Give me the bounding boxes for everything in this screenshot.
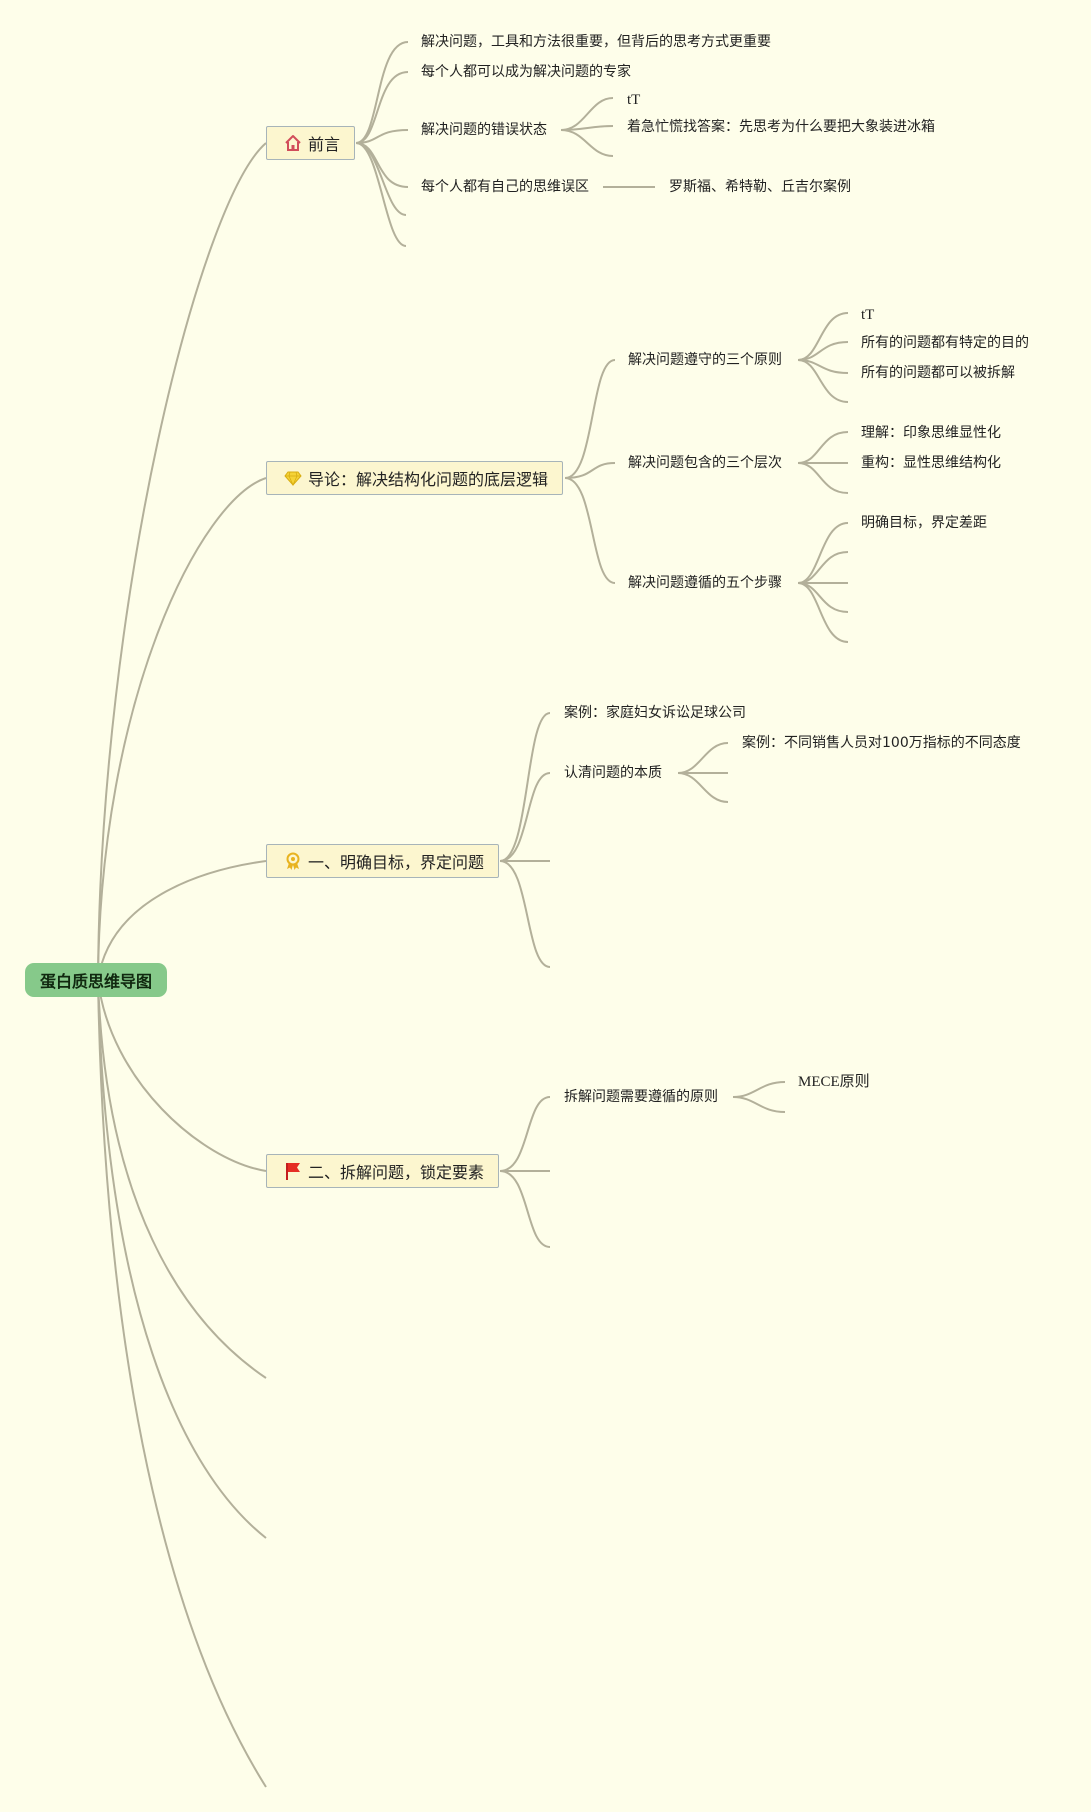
connector [355, 142, 407, 247]
leaf-label[interactable]: 理解：印象思维显性化 [861, 425, 1001, 441]
award-icon [283, 851, 303, 871]
leaf-label[interactable]: 所有的问题都有特定的目的 [861, 335, 1029, 351]
topic-label: 一、明确目标，界定问题 [308, 853, 485, 872]
leaf-label[interactable]: 所有的问题都可以被拆解 [861, 365, 1015, 381]
connector [564, 462, 616, 479]
connector [499, 860, 551, 968]
connector [797, 551, 849, 584]
branch-label[interactable]: 认清问题的本质 [564, 765, 662, 781]
connector [797, 522, 849, 584]
topic-label: 二、拆解问题，锁定要素 [308, 1163, 485, 1182]
branch-label[interactable]: 解决问题，工具和方法很重要，但背后的思考方式更重要 [421, 34, 771, 50]
leaf-label[interactable]: tT [627, 92, 641, 108]
branch-label[interactable]: 每个人都可以成为解决问题的专家 [421, 64, 631, 80]
connector [564, 477, 616, 584]
topic-label: 前言 [308, 135, 341, 154]
connector [355, 129, 409, 144]
connector [797, 582, 849, 613]
leaf-label[interactable]: 着急忙慌找答案：先思考为什么要把大象装进冰箱 [627, 119, 935, 135]
topic-label: 导论：解决结构化问题的底层逻辑 [308, 470, 549, 489]
connector [732, 1081, 786, 1098]
gem-icon [283, 468, 303, 488]
branch-label[interactable]: 解决问题遵循的五个步骤 [628, 575, 782, 591]
leaf-label[interactable]: tT [861, 307, 875, 323]
leaf-label[interactable]: 重构：显性思维结构化 [861, 455, 1001, 471]
topic-define-goal[interactable]: 一、明确目标，界定问题 [266, 844, 500, 878]
connector [355, 71, 409, 144]
connector [797, 462, 849, 494]
connector [560, 97, 614, 131]
connector [499, 1170, 551, 1248]
topic-decompose[interactable]: 二、拆解问题，锁定要素 [266, 1154, 500, 1188]
connector [355, 142, 407, 216]
connector [97, 979, 267, 1788]
branch-label[interactable]: 解决问题遵守的三个原则 [628, 352, 782, 368]
house-icon [283, 133, 303, 153]
connector [732, 1096, 786, 1113]
connector [797, 359, 849, 403]
connector [97, 477, 267, 981]
connector [677, 742, 729, 774]
connector [97, 979, 267, 1172]
connector [797, 431, 849, 464]
connector [97, 860, 267, 981]
leaf-label[interactable]: 案例：不同销售人员对100万指标的不同态度 [742, 735, 1021, 751]
branch-label[interactable]: 案例：家庭妇女诉讼足球公司 [564, 705, 746, 721]
topic-preface[interactable]: 前言 [266, 126, 356, 160]
connector [355, 41, 409, 144]
branch-label[interactable]: 拆解问题需要遵循的原则 [564, 1089, 718, 1105]
connector [797, 582, 849, 643]
flag-icon [283, 1161, 303, 1181]
connector [499, 712, 551, 862]
branch-label[interactable]: 每个人都有自己的思维误区 [421, 179, 589, 195]
topic-introduction[interactable]: 导论：解决结构化问题的底层逻辑 [266, 461, 564, 495]
connector [677, 772, 729, 803]
connector [797, 312, 849, 361]
connector [564, 359, 616, 479]
connector [499, 772, 551, 862]
leaf-label[interactable]: 罗斯福、希特勒、丘吉尔案例 [669, 179, 851, 195]
branch-label[interactable]: 解决问题包含的三个层次 [628, 455, 782, 471]
connector [97, 142, 267, 981]
connector [560, 129, 614, 157]
root-node[interactable]: 蛋白质思维导图 [25, 963, 167, 997]
connector [97, 979, 267, 1379]
leaf-label[interactable]: MECE原则 [798, 1074, 870, 1090]
branch-label[interactable]: 解决问题的错误状态 [421, 122, 547, 138]
connector [97, 979, 267, 1539]
leaf-label[interactable]: 明确目标，界定差距 [861, 515, 987, 531]
connector [499, 1096, 551, 1172]
